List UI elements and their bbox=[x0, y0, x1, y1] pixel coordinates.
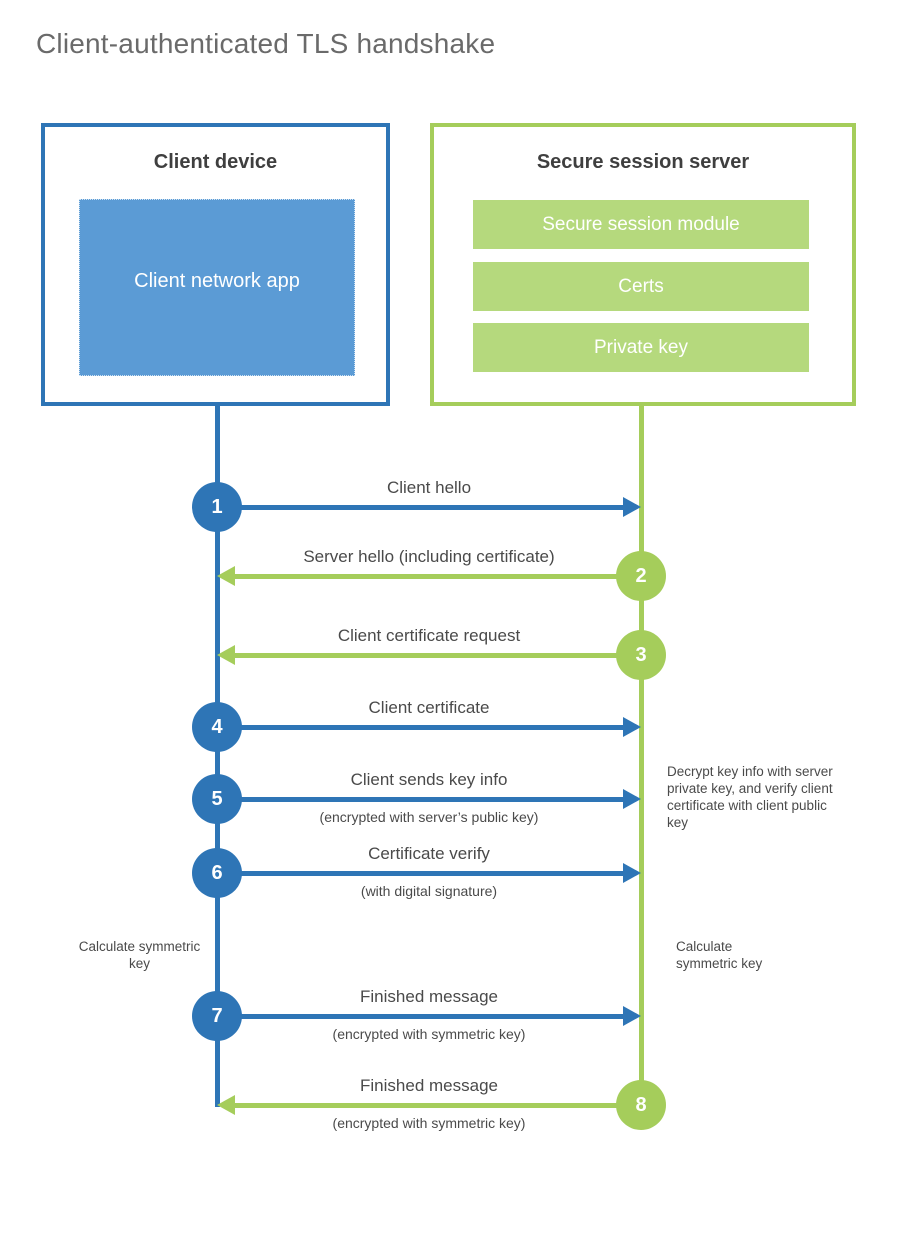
step-6-message-label: Certificate verify bbox=[368, 844, 490, 863]
step-1-message-label: Client hello bbox=[386, 478, 472, 497]
client-network-app-label: Client network app bbox=[134, 269, 300, 292]
step-7-arrowhead-right bbox=[623, 1006, 641, 1026]
step-5-arrow-line bbox=[217, 797, 624, 802]
step-6-arrowhead-right bbox=[623, 863, 641, 883]
step-7-message-label: Finished message bbox=[360, 987, 498, 1006]
step-4-arrow-line bbox=[217, 725, 624, 730]
client-lifeline bbox=[215, 404, 220, 1107]
step-7-arrow-line bbox=[217, 1014, 624, 1019]
step-6-arrow-line bbox=[217, 871, 624, 876]
step-8-number-badge: 8 bbox=[616, 1080, 666, 1130]
step-2-number-badge: 2 bbox=[616, 551, 666, 601]
step-6-message-sublabel: (with digital signature) bbox=[360, 883, 498, 899]
server-lifeline bbox=[639, 404, 644, 1104]
client-device-title: Client device bbox=[153, 151, 278, 173]
module-bar-certs: Certs bbox=[473, 262, 809, 311]
step-6-number-badge: 6 bbox=[192, 848, 242, 898]
step-1-number-badge: 1 bbox=[192, 482, 242, 532]
server-decrypt-note: Decrypt key info with server private key… bbox=[667, 764, 833, 830]
step-4-arrowhead-right bbox=[623, 717, 641, 737]
step-5-message-label: Client sends key info bbox=[350, 770, 508, 789]
step-1-arrowhead-right bbox=[623, 497, 641, 517]
step-4-number-badge: 4 bbox=[192, 702, 242, 752]
step-1-arrow-line bbox=[217, 505, 624, 510]
step-3-number-badge: 3 bbox=[616, 630, 666, 680]
step-5-arrowhead-right bbox=[623, 789, 641, 809]
step-2-message-label: Server hello (including certificate) bbox=[303, 547, 555, 566]
client-network-app-box: Client network app bbox=[79, 199, 355, 376]
secure-session-server-title: Secure session server bbox=[536, 151, 750, 173]
step-2-arrow-line bbox=[235, 574, 641, 579]
step-5-message-sublabel: (encrypted with server’s public key) bbox=[319, 809, 539, 825]
calculate-symmetric-key-server-note: Calculate symmetric key bbox=[676, 939, 763, 971]
step-5-number-badge: 5 bbox=[192, 774, 242, 824]
step-7-number-badge: 7 bbox=[192, 991, 242, 1041]
step-3-arrowhead-left bbox=[217, 645, 235, 665]
page-title: Client-authenticated TLS handshake bbox=[36, 28, 496, 59]
module-bar-private-key: Private key bbox=[473, 323, 809, 372]
step-8-message-label: Finished message bbox=[360, 1076, 498, 1095]
module-bar-secure-session-module: Secure session module bbox=[473, 200, 809, 249]
calculate-symmetric-key-client-note: Calculate symmetric key bbox=[78, 939, 201, 971]
step-8-arrow-line bbox=[235, 1103, 641, 1108]
step-3-message-label: Client certificate request bbox=[337, 626, 521, 645]
step-7-message-sublabel: (encrypted with symmetric key) bbox=[332, 1026, 526, 1042]
step-3-arrow-line bbox=[235, 653, 641, 658]
step-8-arrowhead-left bbox=[217, 1095, 235, 1115]
step-4-message-label: Client certificate bbox=[368, 698, 490, 717]
step-8-message-sublabel: (encrypted with symmetric key) bbox=[332, 1115, 526, 1131]
step-2-arrowhead-left bbox=[217, 566, 235, 586]
